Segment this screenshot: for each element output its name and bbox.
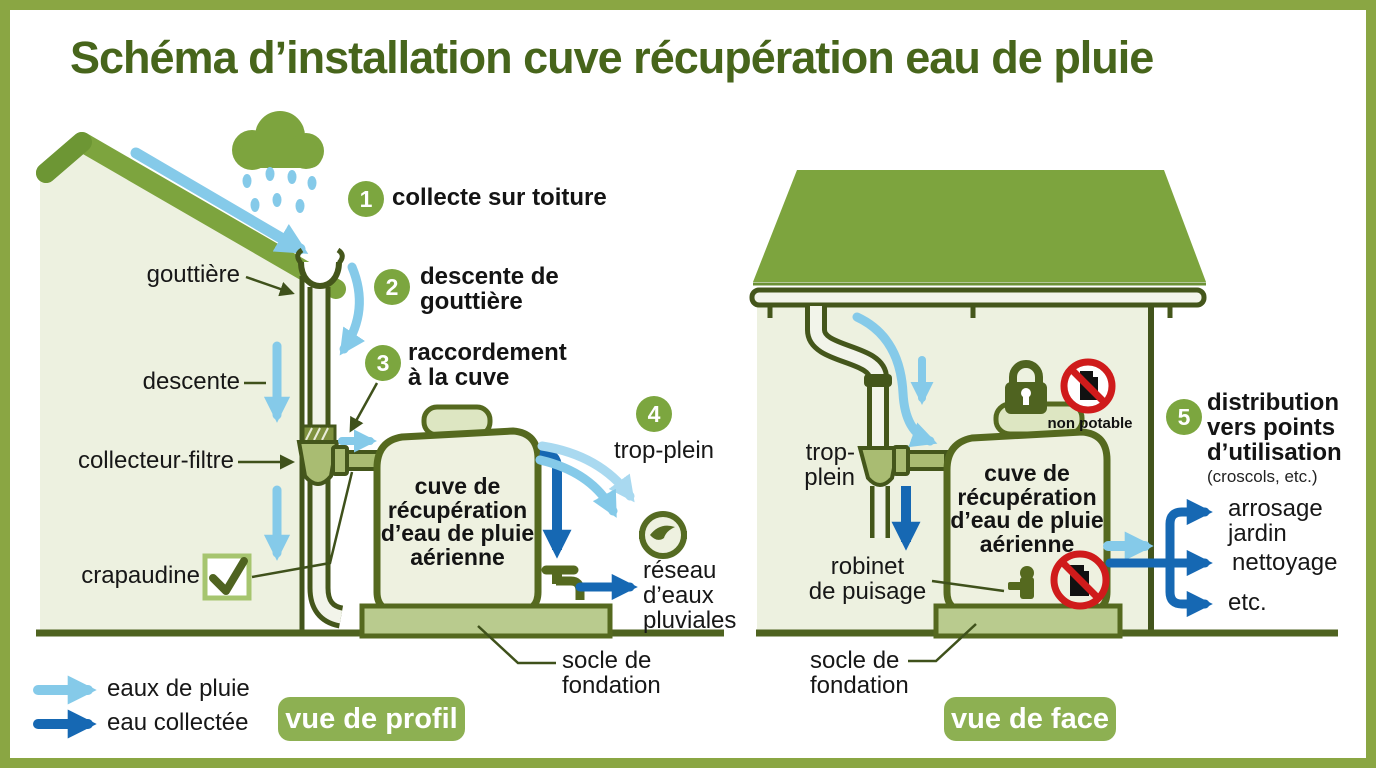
roof-face [753,170,1206,282]
leader-crapaudine [251,471,354,579]
step-4-marker: 4 [636,396,672,432]
filter-mesh-hatch [305,427,329,441]
gutter-face [749,287,1207,308]
step-3-marker: 3 [365,345,401,381]
collector-filter-device [296,440,340,486]
tap-icon-profile [541,565,585,600]
label-reseau: réseau d’eaux pluviales [643,557,737,635]
badge-vue-de-face: vue de face [944,697,1116,741]
gutter-lip-left [295,247,304,265]
overflow-arrow-2 [535,455,618,518]
downspout-profile-inner [312,287,343,624]
gutter-lip-right [336,247,345,265]
distribution-arrow-bottom [1165,558,1213,618]
rain-cloud-icon [232,111,324,170]
label-usage-arrosage: arrosage jardin [1228,495,1323,548]
legend-rain-label: eaux de pluie [107,675,250,702]
inlet-coupling-face [892,445,910,476]
label-robinet: robinet de puisage [808,553,927,606]
non-potable-icon-top [1060,358,1116,414]
page-title: Schéma d’installation cuve récupération … [70,32,1154,83]
step-5-sublabel: (croscols, etc.) [1207,467,1318,486]
tap-icon-face [1008,566,1034,599]
step-2-label: descente de gouttière [420,263,559,315]
label-usage-nettoyage: nettoyage [1232,549,1338,576]
rain-drops-icon [242,167,317,213]
label-tank-profile: cuve de récupération d’eau de pluie aéri… [380,473,535,571]
step-2-marker: 2 [374,269,410,305]
label-usage-etc: etc. [1228,589,1267,616]
face-view [749,170,1338,663]
padlock-icon [1005,360,1047,414]
step-5-marker: 5 [1166,399,1202,435]
overflow-connector [857,446,901,487]
step-1-label: collecte sur toiture [392,184,607,211]
label-collecteur-filtre: collecteur-filtre [77,447,234,474]
house-profile-body [40,144,304,630]
leader-socle-face [908,623,977,663]
gutter-outlet [298,261,342,289]
label-tank-face: cuve de récupération d’eau de pluie aéri… [950,460,1104,558]
diagram-canvas [33,111,1338,739]
label-gouttiere: gouttière [146,261,240,288]
gutter-curve-arrow [339,262,365,356]
storm-drain-icon [639,511,687,559]
inlet-coupling [331,445,349,476]
step-1-marker: 1 [348,181,384,217]
step-5-label: distribution vers points d’utilisation [1207,389,1342,466]
label-trop-plein-face: trop- plein [804,439,855,492]
label-descente: descente [142,368,240,395]
step-4-label: trop-plein [613,437,715,464]
label-crapaudine: crapaudine [81,562,200,589]
badge-vue-de-profil: vue de profil [278,697,465,741]
pipe-collar [864,374,892,387]
socle-face [933,603,1123,639]
leader-socle-profile [477,625,556,665]
gutter-brackets [767,305,1173,318]
non-potable-icon-tank [1050,550,1110,610]
leader-raccordement [349,382,379,433]
label-socle-profile: socle de fondation [562,647,661,700]
label-socle-face: socle de fondation [810,647,909,700]
overflow-arrow-1 [537,441,635,503]
step-3-label: raccordement à la cuve [408,339,567,391]
socle-profile [359,603,613,639]
check-icon [202,553,252,601]
roof-ridge [36,132,92,183]
distribution-arrow-top [1165,498,1213,568]
profile-view [36,111,724,665]
legend-collected-label: eau collectée [107,709,249,736]
rain-curve-arrow-face [852,312,938,448]
leader-robinet [931,579,1005,593]
label-non-potable: non potable [1047,415,1133,432]
leader-gouttiere [245,275,295,297]
roof-rain-arrow [130,147,309,255]
